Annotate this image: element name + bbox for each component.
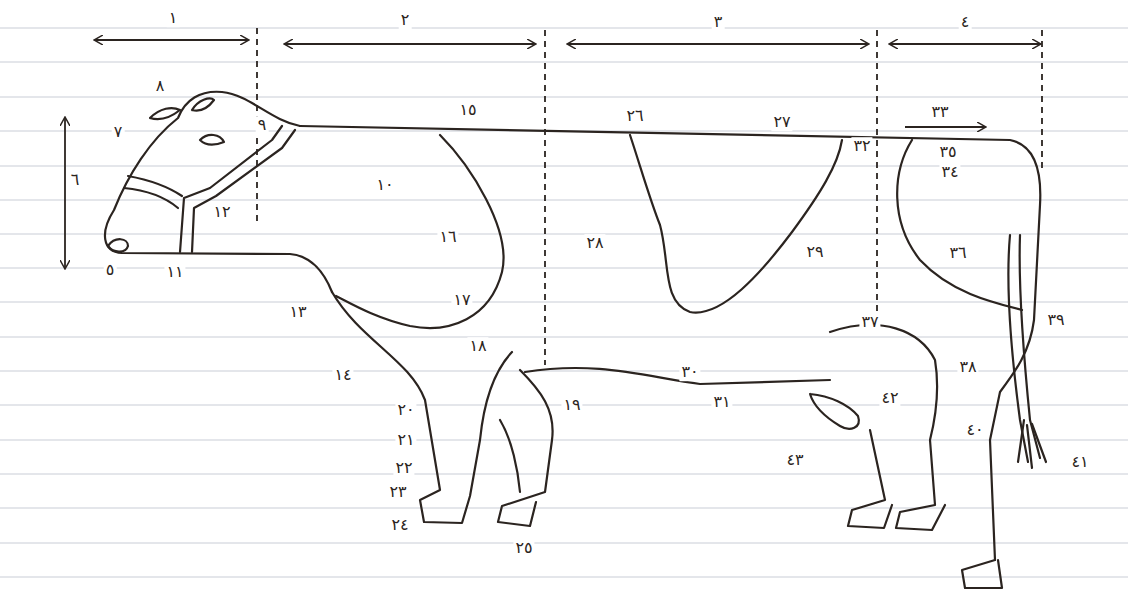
callout-number: ٣٩ bbox=[1045, 311, 1066, 329]
callout-number: ٣٢ bbox=[851, 137, 872, 155]
callout-number: ٧ bbox=[112, 123, 125, 141]
ruled-lines bbox=[0, 28, 1128, 577]
callout-number: ٢ bbox=[399, 11, 412, 29]
callout-number: ٢٤ bbox=[389, 516, 410, 534]
callout-number: ٢٨ bbox=[584, 234, 605, 252]
callout-number: ٢١ bbox=[395, 431, 416, 449]
cow-outline bbox=[105, 92, 1046, 588]
callout-number: ٣٦ bbox=[947, 244, 968, 262]
callout-number: ٢٧ bbox=[771, 113, 792, 131]
callout-number: ١ bbox=[167, 9, 180, 27]
callout-number: ٦ bbox=[69, 171, 82, 189]
callout-number: ١٦ bbox=[437, 228, 458, 246]
callout-number: ٢٢ bbox=[393, 459, 414, 477]
callout-number: ١٧ bbox=[451, 291, 472, 309]
callout-number: ٢٩ bbox=[804, 243, 825, 261]
callout-number: ١٩ bbox=[561, 396, 582, 414]
callout-number: ١٠ bbox=[374, 176, 395, 194]
callout-number: ٣٨ bbox=[957, 358, 978, 376]
callout-number: ١٥ bbox=[457, 101, 478, 119]
callout-number: ٣ bbox=[712, 13, 725, 31]
callout-number: ٣٤ bbox=[939, 163, 960, 181]
callout-number: ٥ bbox=[104, 261, 117, 279]
callout-number: ٣٥ bbox=[937, 143, 958, 161]
callout-number: ٢٣ bbox=[387, 483, 408, 501]
callout-number: ٤٢ bbox=[879, 389, 900, 407]
callout-number: ٣٧ bbox=[859, 313, 880, 331]
callout-number: ٣١ bbox=[711, 393, 732, 411]
callout-number: ٨ bbox=[154, 77, 167, 95]
callout-number: ٣٣ bbox=[929, 103, 950, 121]
callout-number: ٢٠ bbox=[395, 401, 416, 419]
callout-number: ٤ bbox=[959, 13, 972, 31]
callout-number: ٤٣ bbox=[784, 451, 805, 469]
section-dividers bbox=[257, 28, 1042, 365]
dimension-arrows bbox=[65, 40, 1040, 268]
callout-number: ١٤ bbox=[332, 366, 353, 384]
callout-number: ٢٥ bbox=[513, 539, 534, 557]
callout-number: ٤٠ bbox=[964, 421, 985, 439]
callout-number: ١٢ bbox=[211, 203, 232, 221]
callout-number: ١٨ bbox=[467, 337, 488, 355]
callout-number: ١١ bbox=[164, 263, 185, 281]
callout-number: ٣٠ bbox=[679, 363, 700, 381]
callout-number: ١٣ bbox=[287, 303, 308, 321]
callout-number: ٩ bbox=[256, 116, 269, 134]
callout-number: ٤١ bbox=[1069, 453, 1090, 471]
callout-number: ٢٦ bbox=[624, 107, 645, 125]
